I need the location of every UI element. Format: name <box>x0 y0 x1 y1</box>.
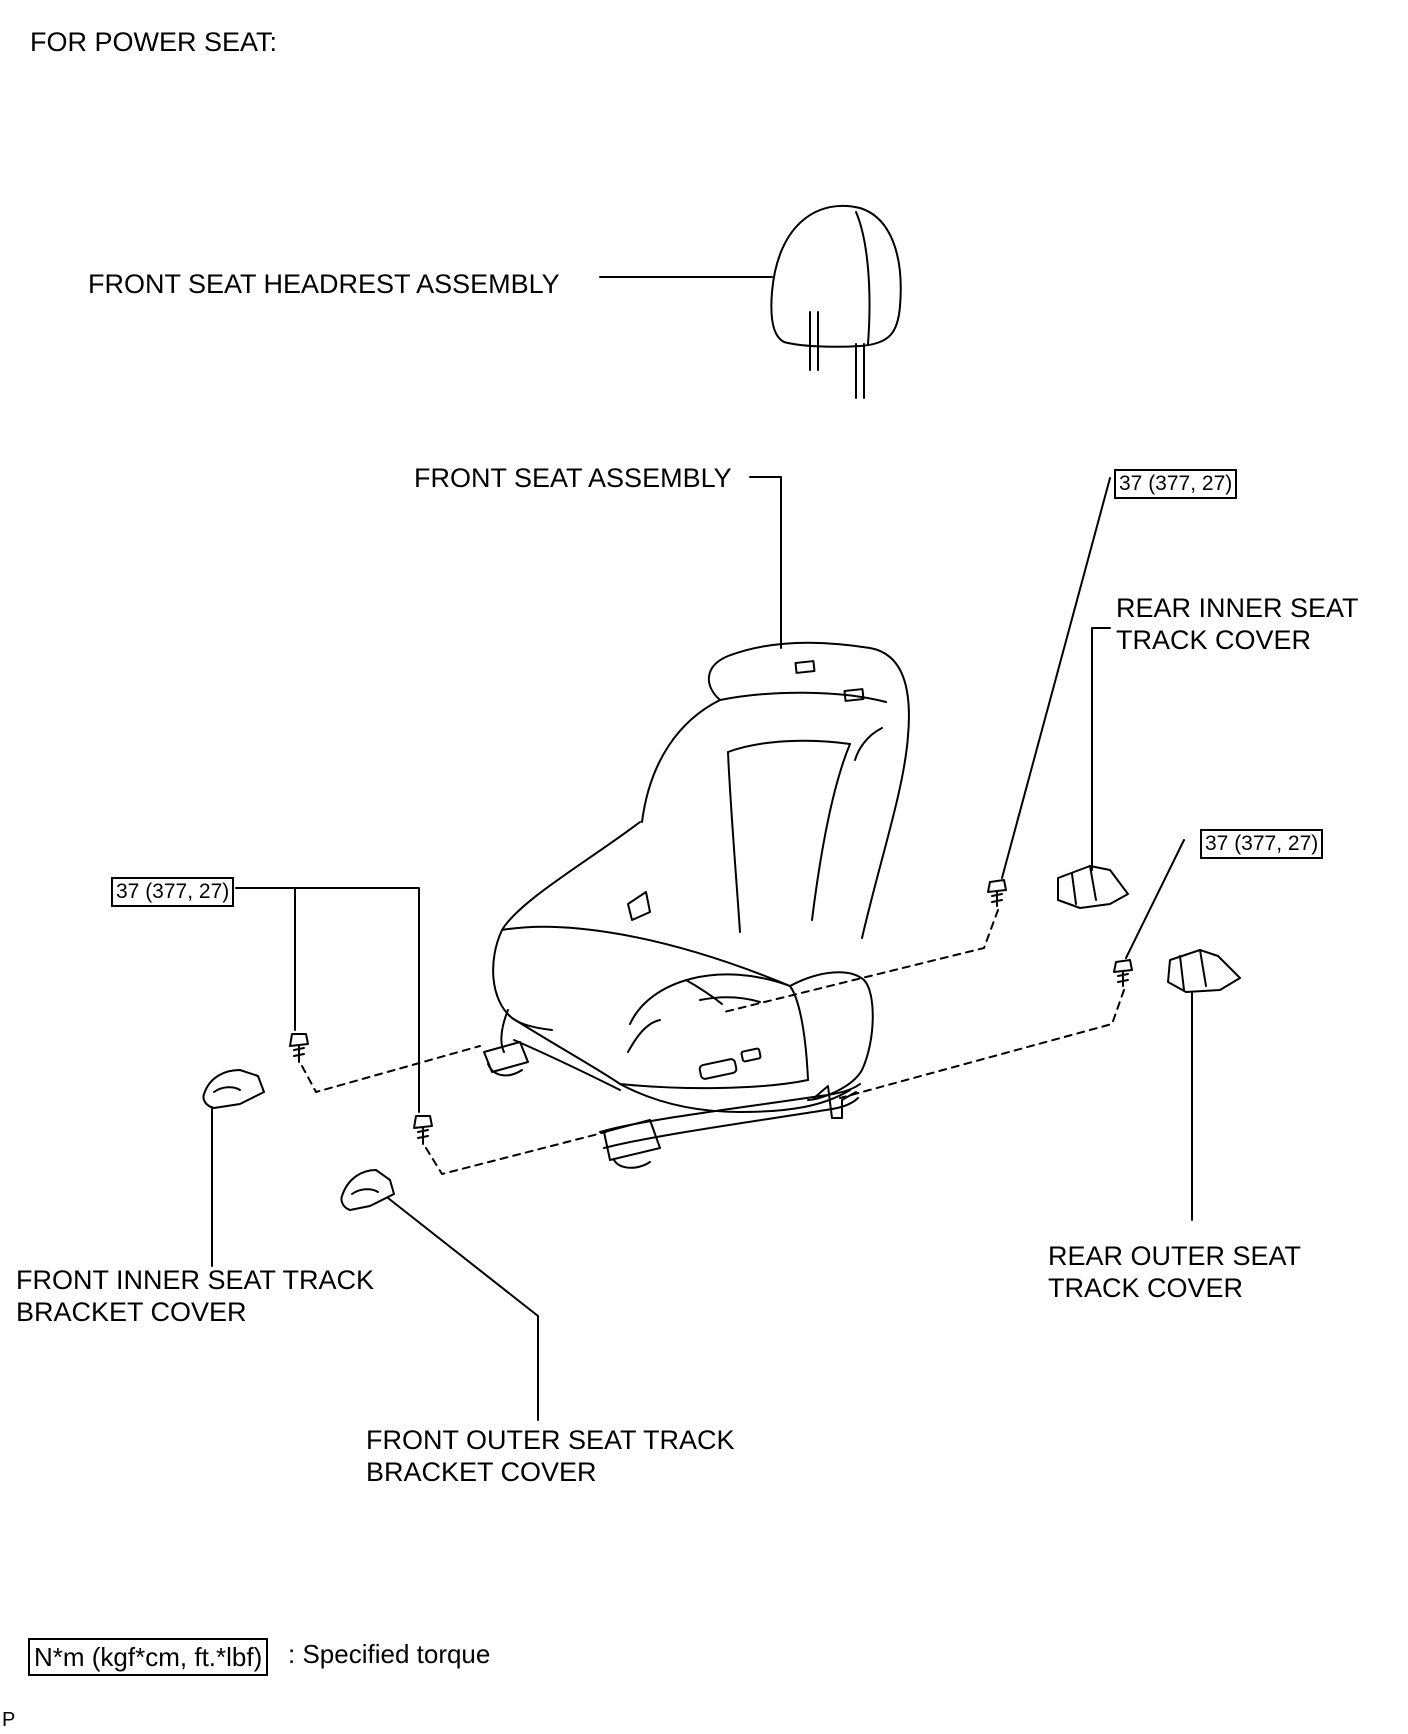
front-inner-cover-label-line1: FRONT INNER SEAT TRACK <box>16 1265 375 1295</box>
front-inner-cover-label-line2: BRACKET COVER <box>16 1297 247 1327</box>
torque-rear-inner-box: 37 (377, 27) <box>1114 469 1238 499</box>
seat-drawing <box>483 641 910 1169</box>
bolt-icon <box>987 879 1007 907</box>
footer-code: P <box>2 1709 16 1731</box>
rear-outer-cover-label-line1: REAR OUTER SEAT <box>1048 1241 1302 1271</box>
rear-inner-cover-label-line2: TRACK COVER <box>1116 625 1312 655</box>
front-outer-cover-leader <box>387 1197 539 1421</box>
torque-rear-outer-box: 37 (377, 27) <box>1200 829 1324 859</box>
front-outer-cover-label-line2: BRACKET COVER <box>366 1457 597 1487</box>
rear-outer-cover-drawing <box>1167 949 1241 993</box>
rear-inner-cover-leader <box>1091 627 1111 871</box>
headrest-drawing <box>770 204 902 399</box>
torque-rear-outer-leader <box>1125 839 1185 959</box>
torque-rear-inner-leader <box>1001 477 1111 879</box>
bolt-icon <box>413 1115 433 1145</box>
legend-unit-box: N*m (kgf*cm, ft.*lbf) <box>28 1638 269 1676</box>
rear-inner-cover-label-line1: REAR INNER SEAT <box>1116 593 1359 623</box>
headrest-label: FRONT SEAT HEADREST ASSEMBLY <box>88 269 560 299</box>
front-inner-cover-drawing <box>202 1069 265 1109</box>
seat-label: FRONT SEAT ASSEMBLY <box>414 463 732 493</box>
torque-front-leader <box>235 887 420 1113</box>
legend-description: : Specified torque <box>288 1639 491 1669</box>
rear-inner-cover-drawing <box>1057 865 1129 909</box>
bolt-icon <box>1113 959 1133 987</box>
bolt-icon <box>289 1033 309 1063</box>
install-lines <box>301 909 1125 1175</box>
seat-leader <box>749 476 782 649</box>
rear-outer-cover-label-line2: TRACK COVER <box>1048 1273 1244 1303</box>
front-outer-cover-drawing <box>340 1169 395 1211</box>
torque-front-box: 37 (377, 27) <box>111 877 235 907</box>
page-title: FOR POWER SEAT: <box>30 27 278 57</box>
front-outer-cover-label-line1: FRONT OUTER SEAT TRACK <box>366 1425 735 1455</box>
